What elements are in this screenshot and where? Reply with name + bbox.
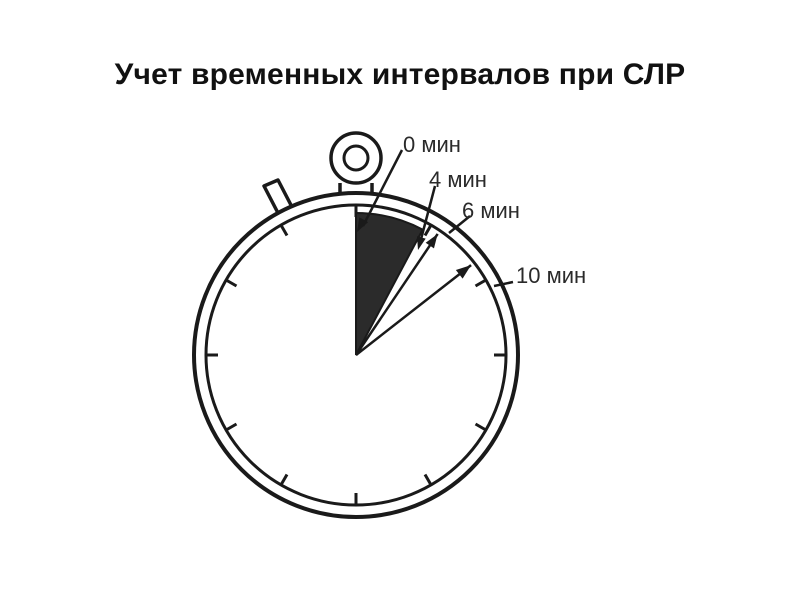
- tick-mark: [225, 422, 238, 432]
- arrowhead-4-min: [416, 236, 426, 250]
- leader-line-4-min: [418, 185, 437, 244]
- arrowhead-6-min: [425, 233, 438, 249]
- tick-mark: [474, 278, 487, 288]
- label-10-min: 10 мин: [516, 263, 586, 288]
- arrowhead-10-min: [455, 265, 472, 279]
- hand-6-min: [354, 233, 439, 356]
- label-6-min: 6 мин: [462, 198, 520, 223]
- stopwatch-crown-ring-inner: [342, 144, 370, 172]
- label-4-min: 4 мин: [429, 167, 487, 192]
- leader-line-0-min: [361, 149, 404, 227]
- tick-mark: [423, 224, 433, 237]
- tick-mark: [279, 224, 289, 237]
- dial-ticks: [206, 205, 506, 505]
- arrowhead-0-min: [357, 217, 369, 232]
- label-0-min: 0 мин: [403, 132, 461, 157]
- tick-mark: [279, 473, 289, 486]
- hand-10-min: [355, 264, 472, 356]
- tick-mark: [423, 473, 433, 486]
- tick-mark: [474, 422, 487, 432]
- leader-line-6-min: [448, 215, 471, 234]
- leader-line-10-min: [493, 280, 514, 288]
- slide-title: Учет временных интервалов при СЛР: [114, 58, 686, 91]
- tick-mark: [225, 278, 238, 288]
